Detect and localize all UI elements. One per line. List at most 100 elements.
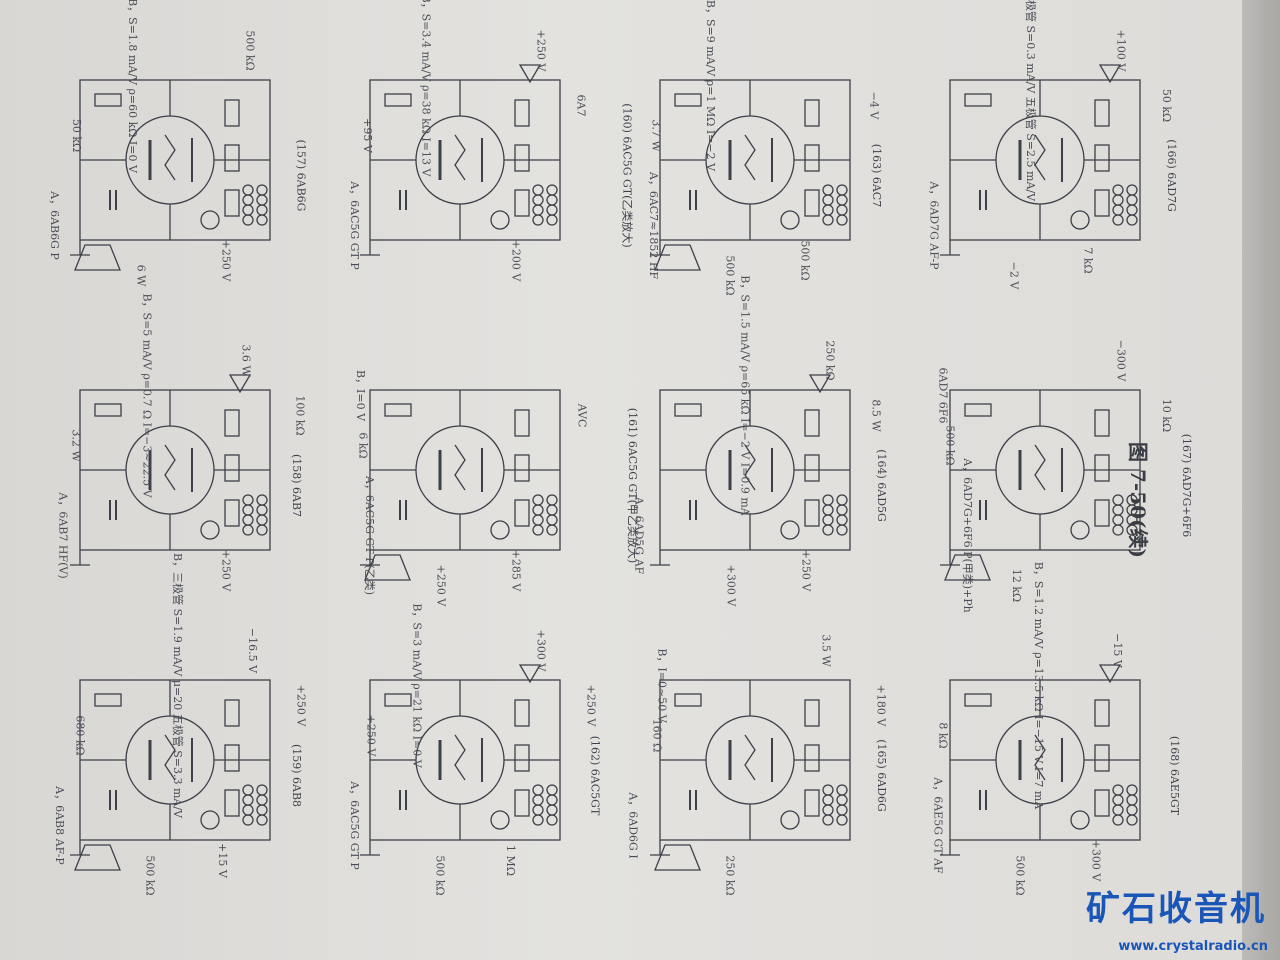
component-value: +100 V: [1114, 29, 1128, 72]
transformer-coil: [532, 814, 544, 826]
transformer-coil: [1112, 494, 1124, 506]
resistor: [804, 144, 820, 172]
schematic-circuit: [650, 679, 851, 871]
speaker: [74, 244, 121, 271]
grid: [454, 444, 466, 491]
transformer-coil: [822, 794, 834, 806]
meter: [490, 810, 510, 830]
tube-params: B，三极管 S=0.3 mA/V 五极管 S=2.5 mA/V: [1024, 0, 1038, 202]
grid: [1034, 134, 1046, 181]
transformer-coil: [1126, 214, 1138, 226]
schematic-circuit: [940, 64, 1141, 256]
transformer-coil: [546, 494, 558, 506]
resistor: [804, 189, 820, 217]
component-value: +250 V: [434, 564, 448, 607]
schematic-circuit: [650, 79, 851, 271]
signal-symbol: [518, 64, 542, 84]
schematic-drawing-area: [70, 64, 1141, 871]
transformer-coil: [1126, 184, 1138, 196]
transformer-coil: [836, 204, 848, 216]
transformer-coil: [242, 504, 254, 516]
transformer-coil: [822, 814, 834, 826]
grid: [164, 734, 176, 781]
meter: [490, 210, 510, 230]
transformer-coil: [1112, 514, 1124, 526]
tube-label: A，6AB7 HF(V): [56, 492, 70, 579]
resistor: [224, 499, 240, 527]
transformer-coil: [256, 814, 268, 826]
resistor: [964, 93, 992, 107]
schematic-circuit: [650, 374, 851, 566]
transformer-coil: [1112, 204, 1124, 216]
transformer-coil: [546, 194, 558, 206]
transformer-coil: [256, 804, 268, 816]
watermark-logo: 矿石收音机: [1086, 889, 1266, 929]
meter: [490, 520, 510, 540]
circuit-caption: (157) 6AB6G: [294, 139, 308, 212]
transformer-coil: [1112, 814, 1124, 826]
transformer-coil: [256, 794, 268, 806]
resistor: [1094, 744, 1110, 772]
resistor: [1094, 144, 1110, 172]
resistor: [514, 189, 530, 217]
component-value: +200 V: [509, 239, 523, 282]
vacuum-tube: [125, 115, 215, 205]
transformer-coil: [546, 784, 558, 796]
meter: [200, 810, 220, 830]
resistor: [1094, 454, 1110, 482]
resistor: [804, 454, 820, 482]
resistor: [224, 189, 240, 217]
schematic-circuit: [360, 389, 561, 581]
transformer-coil: [822, 804, 834, 816]
component-value: +250 V: [534, 29, 548, 72]
resistor: [224, 699, 240, 727]
tube-label: A，6AD7G+6F6 P(甲类)+Ph: [960, 458, 974, 613]
meter: [1070, 810, 1090, 830]
grid: [1034, 444, 1046, 491]
transformer-coil: [256, 514, 268, 526]
transformer-coil: [822, 784, 834, 796]
watermark-url: www.crystalradio.cn: [1118, 939, 1268, 954]
component-value: +300 V: [1089, 839, 1103, 882]
tube-params: B，S=9 mA/V ρ=1 MΩ I=−2 V: [704, 0, 718, 172]
transformer-coil: [242, 784, 254, 796]
transformer-coil: [242, 524, 254, 536]
component-value: 8.5 W: [869, 399, 883, 432]
transformer-coil: [1112, 794, 1124, 806]
resistor: [514, 789, 530, 817]
tube-label: A，6AE5G GT AF: [931, 777, 945, 874]
component-value: 6A7: [574, 94, 588, 117]
resistor: [674, 403, 702, 417]
component-value: −16.5 V: [246, 627, 260, 674]
transformer-coil: [256, 504, 268, 516]
speaker: [364, 554, 411, 581]
resistor: [1094, 499, 1110, 527]
transformer-coil: [1112, 504, 1124, 516]
grid: [164, 134, 176, 181]
transformer-coil: [1112, 214, 1124, 226]
component-value: +250 V: [364, 714, 378, 757]
component-value: +15 V: [215, 843, 229, 878]
signal-symbol: [518, 664, 542, 684]
transformer-coil: [822, 504, 834, 516]
resistor: [514, 499, 530, 527]
signal-symbol: [808, 374, 832, 394]
transformer-coil: [532, 184, 544, 196]
component-value: +95 V: [360, 118, 374, 153]
transformer-coil: [532, 214, 544, 226]
transformer-coil: [836, 214, 848, 226]
transformer-coil: [822, 204, 834, 216]
transformer-coil: [532, 494, 544, 506]
transformer-coil: [836, 494, 848, 506]
transformer-coil: [1126, 194, 1138, 206]
speaker: [654, 244, 701, 271]
transformer-coil: [836, 514, 848, 526]
tube-label: A，6AB8 AF-P: [52, 786, 66, 865]
transformer-coil: [822, 194, 834, 206]
schematic-circuit: [70, 79, 271, 271]
resistor: [224, 454, 240, 482]
component-value: −300 V: [1114, 339, 1128, 382]
transformer-coil: [242, 204, 254, 216]
component-value: AVC: [575, 403, 589, 428]
resistor: [224, 744, 240, 772]
